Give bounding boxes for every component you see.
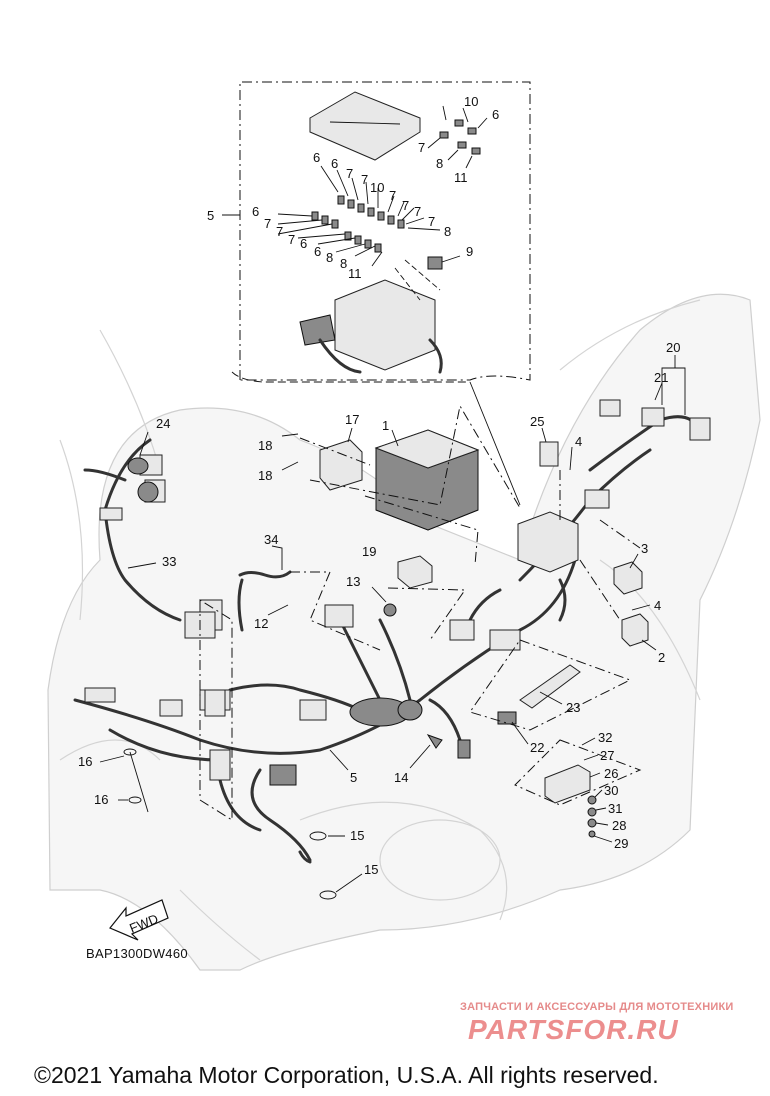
callout: 7 <box>346 166 353 181</box>
callout: 13 <box>346 574 360 589</box>
fuse-box-assembled <box>517 511 579 573</box>
callout: 32 <box>598 730 612 745</box>
callout: 22 <box>530 740 544 755</box>
callout: 30 <box>604 783 618 798</box>
callout: 29 <box>614 836 628 851</box>
callout: 11 <box>348 266 362 281</box>
callout: 8 <box>436 156 443 171</box>
callout: 11 <box>454 170 468 185</box>
callout: 1 <box>382 418 389 433</box>
callout: 7 <box>276 224 283 239</box>
callout: 6 <box>331 156 338 171</box>
leader-lines <box>99 105 686 893</box>
callout: 4 <box>575 434 582 449</box>
callout: 7 <box>288 232 295 247</box>
fuse-box-base <box>334 279 436 371</box>
relay-9 <box>427 256 443 270</box>
component-parts <box>123 429 649 900</box>
callout: 7 <box>428 214 435 229</box>
watermark-subtitle: ЗАПЧАСТИ И АКСЕССУАРЫ ДЛЯ МОТОТЕХНИКИ <box>460 1001 734 1013</box>
callout: 18 <box>258 438 272 453</box>
callout: 12 <box>254 616 268 631</box>
callout: 17 <box>345 412 359 427</box>
motorcycle-frame-background <box>47 293 761 971</box>
callout: 8 <box>444 224 451 239</box>
callout: 15 <box>364 862 378 877</box>
callout: 5 <box>207 208 214 223</box>
watermark-logo: PARTSFOR.RU <box>468 1014 679 1045</box>
callout: 9 <box>466 244 473 259</box>
callout: 31 <box>608 801 622 816</box>
callout: 4 <box>654 598 661 613</box>
callout: 8 <box>340 256 347 271</box>
callout: 6 <box>252 204 259 219</box>
callout: 5 <box>350 770 357 785</box>
callout: 23 <box>566 700 580 715</box>
callout: 16 <box>78 754 92 769</box>
callout: 6 <box>314 244 321 259</box>
callout: 16 <box>94 792 108 807</box>
callout: 19 <box>362 544 376 559</box>
callout: 25 <box>530 414 544 429</box>
callout: 27 <box>600 748 614 763</box>
callout: 7 <box>414 204 421 219</box>
callout: 10 <box>370 180 384 195</box>
callout: 7 <box>402 198 409 213</box>
callout: 7 <box>418 140 425 155</box>
callout: 7 <box>361 172 368 187</box>
callout: 7 <box>264 216 271 231</box>
callout: 33 <box>162 554 176 569</box>
group-lines <box>199 404 642 821</box>
callout: 8 <box>326 250 333 265</box>
callout: 26 <box>604 766 618 781</box>
callout: 6 <box>313 150 320 165</box>
callout: 2 <box>658 650 665 665</box>
callout: 21 <box>654 370 668 385</box>
callout: 18 <box>258 468 272 483</box>
callout: 6 <box>492 107 499 122</box>
callout: 24 <box>156 416 170 431</box>
callout: 3 <box>641 541 648 556</box>
callout: 7 <box>389 188 396 203</box>
callout: 6 <box>300 236 307 251</box>
control-unit <box>519 664 581 709</box>
callout: 28 <box>612 818 626 833</box>
diagram-code: BAP1300DW460 <box>86 946 188 961</box>
copyright-notice: ©2021 Yamaha Motor Corporation, U.S.A. A… <box>34 1062 659 1088</box>
fwd-arrow: FWD <box>109 899 169 941</box>
fuse-row <box>311 195 405 253</box>
fuse-box-detail-inset <box>231 81 531 506</box>
callout: 14 <box>394 770 408 785</box>
fuse-box-cover <box>309 91 421 161</box>
callout: 34 <box>264 532 278 547</box>
relay-bracket <box>319 439 363 491</box>
callout-labels: 1 2 3 4 4 5 5 6 6 6 6 6 6 7 7 7 7 7 7 7 … <box>78 94 680 877</box>
callout: 20 <box>666 340 680 355</box>
callout: 10 <box>464 94 478 109</box>
callout: 15 <box>350 828 364 843</box>
